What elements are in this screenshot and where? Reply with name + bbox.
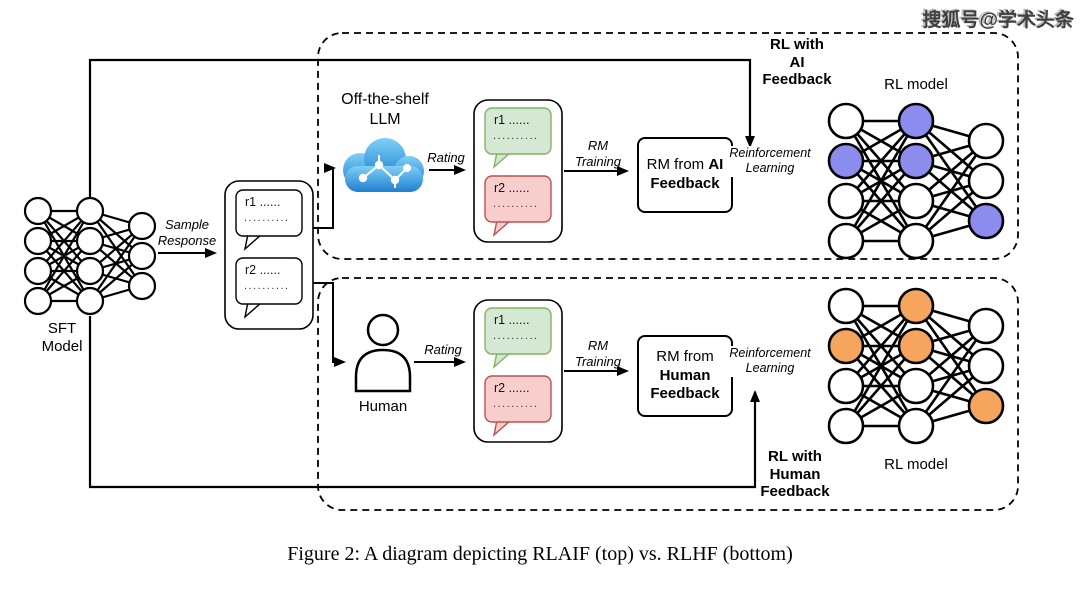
rating-bottom-r1-bubble (484, 307, 552, 369)
rl-model-bottom-label: RL model (884, 456, 948, 473)
arrow-rl-ai-feedback (88, 58, 755, 197)
rating-top-r1-dots: .......... (493, 130, 539, 142)
response-r1-title: r1 ...... (245, 195, 281, 209)
rating-bottom-r1-dots: .......... (493, 330, 539, 342)
reinforcement-learning-bottom-label: Reinforcement Learning (727, 346, 813, 377)
sample-response-label: Sample Response (157, 217, 217, 248)
sft-model-label: SFT Model (41, 320, 83, 356)
rl-top-network (827, 102, 1005, 260)
rating-bottom-label: Rating (424, 342, 462, 357)
rlaif-dashed-box (317, 32, 1019, 260)
response-r2-bubble (235, 257, 303, 319)
rm-from-human-feedback-box: RM from Human Feedback (637, 335, 733, 417)
response-r2-title: r2 ...... (245, 263, 281, 277)
rm-training-bottom-label: RM Training (574, 338, 622, 369)
response-r2-dots: .......... (244, 280, 290, 292)
human-body (354, 348, 412, 393)
arrow-to-human (313, 282, 346, 367)
human-label: Human (358, 398, 408, 415)
rlhf-dashed-box (317, 277, 1019, 511)
arrows (88, 58, 807, 489)
rating-top-label: Rating (427, 150, 465, 165)
rl-bottom-network (827, 287, 1005, 445)
rating-box-bottom (473, 299, 563, 443)
sft-network (23, 196, 157, 316)
watermark-text: 搜狐号@学术头条 (922, 10, 1074, 31)
rating-top-r1-title: r1 ...... (494, 113, 530, 127)
reinforcement-learning-top-label: Reinforcement Learning (727, 146, 813, 177)
rm-from-ai-feedback-box: RM from AI Feedback (637, 137, 733, 213)
rating-top-r2-bubble (484, 175, 552, 237)
rm-ai-normal-text: RM from (646, 156, 709, 174)
rl-model-top-label: RL model (884, 76, 948, 93)
human-icon (354, 313, 412, 393)
response-bubble-group (224, 180, 314, 330)
response-r1-bubble (235, 189, 303, 251)
rating-bottom-r2-bubble (484, 375, 552, 437)
rm-training-top-label: RM Training (574, 138, 622, 169)
rating-top-r1-bubble (484, 107, 552, 169)
rating-box-top (473, 99, 563, 243)
arrow-to-llm (313, 163, 336, 229)
response-r1-dots: .......... (244, 212, 290, 224)
rm-human-bold-text: Human Feedback (650, 366, 720, 403)
rating-top-r2-dots: .......... (493, 198, 539, 210)
rm-ai-bold-text: AI Feedback (650, 156, 724, 192)
human-head (366, 313, 400, 347)
rating-bottom-r1-title: r1 ...... (494, 313, 530, 327)
rl-with-human-feedback-label: RL with Human Feedback (760, 448, 830, 501)
rating-bottom-r2-title: r2 ...... (494, 381, 530, 395)
rm-human-normal-text: RM from (656, 347, 714, 365)
rating-top-r2-title: r2 ...... (494, 181, 530, 195)
off-the-shelf-llm-label: Off-the-shelf LLM (341, 91, 429, 128)
arrow-rl-human-feedback (88, 316, 760, 489)
rl-with-ai-feedback-label: RL with AI Feedback (762, 36, 832, 89)
figure-caption: Figure 2: A diagram depicting RLAIF (top… (287, 543, 793, 565)
rating-bottom-r2-dots: .......... (493, 398, 539, 410)
cloud-circuit (358, 155, 411, 188)
llm-cloud-icon (343, 138, 424, 192)
